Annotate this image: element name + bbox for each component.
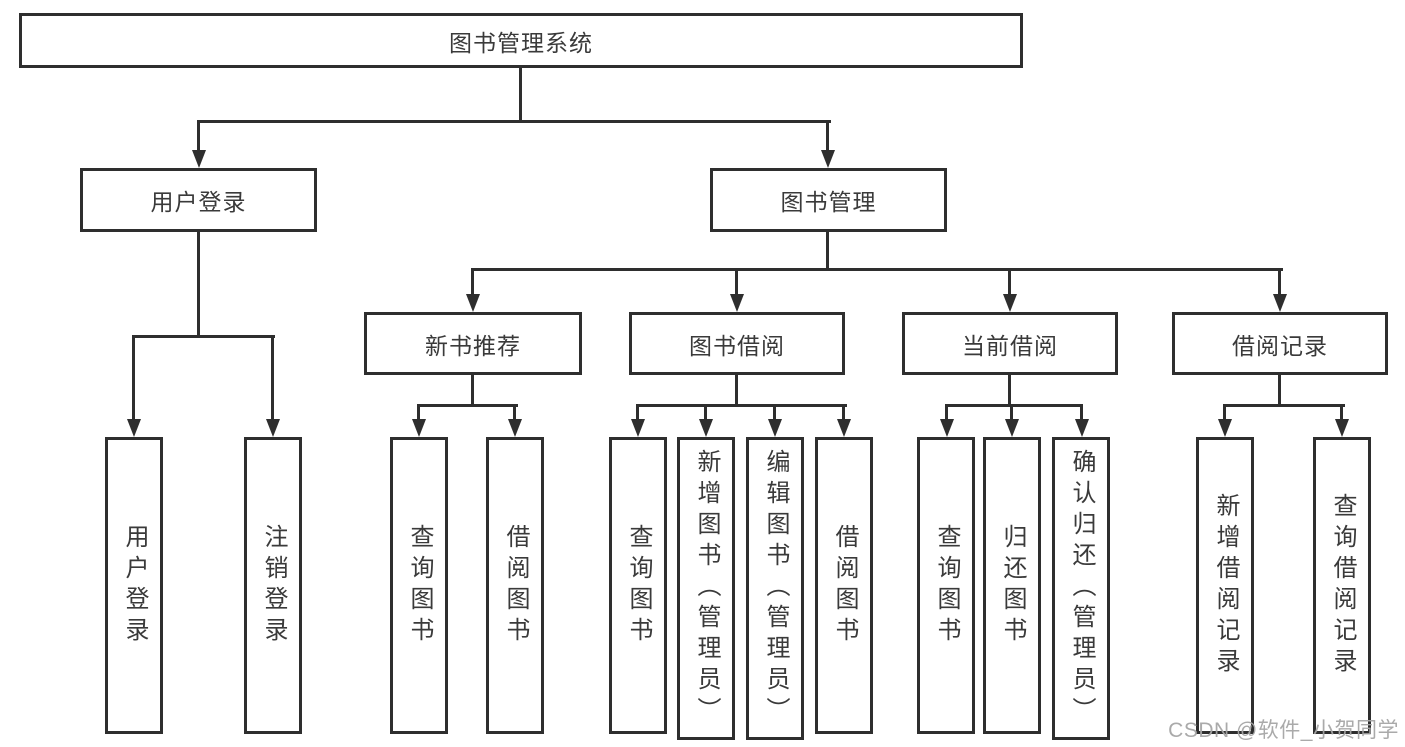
connector-line	[735, 373, 738, 407]
arrow-down-icon	[1005, 419, 1019, 437]
arrow-down-icon	[631, 419, 645, 437]
arrow-down-icon	[508, 419, 522, 437]
leaf-records-add-record: 新增借阅记录	[1196, 437, 1254, 734]
node-book-management-label: 图书管理	[780, 189, 877, 215]
leaf-records-query-record-label: 查询借阅记录	[1329, 492, 1356, 679]
connector-line	[417, 404, 420, 419]
arrow-down-icon	[412, 419, 426, 437]
leaf-recommend-borrow-books: 借阅图书	[486, 437, 544, 734]
connector-line	[1080, 404, 1083, 419]
connector-line	[1008, 373, 1011, 407]
leaf-borrowing-borrow-books-label: 借阅图书	[831, 523, 858, 648]
arrow-down-icon	[466, 294, 480, 312]
connector-line	[945, 404, 1083, 407]
node-user-login: 用户登录	[80, 168, 317, 232]
arrow-down-icon	[192, 150, 206, 168]
node-current-borrowing-label: 当前借阅	[962, 332, 1058, 359]
connector-line	[471, 270, 474, 296]
connector-line	[513, 404, 516, 419]
connector-line	[1008, 270, 1011, 296]
connector-line	[636, 404, 639, 419]
arrow-down-icon	[768, 419, 782, 437]
node-book-borrowing-label: 图书借阅	[689, 332, 785, 359]
node-book-management: 图书管理	[710, 168, 947, 232]
arrow-down-icon	[1273, 294, 1287, 312]
connector-line	[1278, 373, 1281, 407]
node-new-book-recommend-label: 新书推荐	[425, 332, 521, 359]
leaf-current-return-books: 归还图书	[983, 437, 1041, 734]
connector-line	[826, 121, 829, 152]
connector-line	[417, 404, 518, 407]
leaf-current-confirm-return-admin-label: 确认归还（管理员）	[1068, 449, 1095, 728]
leaf-borrowing-query-books: 查询图书	[609, 437, 667, 734]
connector-line	[704, 404, 707, 419]
leaf-borrowing-edit-books-admin-label: 编辑图书（管理员）	[762, 449, 789, 728]
connector-line	[735, 270, 738, 296]
leaf-login-label: 用户登录	[121, 523, 148, 648]
leaf-borrowing-edit-books-admin: 编辑图书（管理员）	[746, 437, 804, 740]
leaf-login: 用户登录	[105, 437, 163, 734]
connector-line	[945, 404, 948, 419]
leaf-logout: 注销登录	[244, 437, 302, 734]
connector-line	[1340, 404, 1343, 419]
connector-line	[1223, 404, 1345, 407]
leaf-current-query-books-label: 查询图书	[933, 523, 960, 648]
node-book-borrowing: 图书借阅	[629, 312, 845, 375]
connector-line	[773, 404, 776, 419]
connector-line	[636, 404, 847, 407]
node-library-system-label: 图书管理系统	[449, 29, 593, 56]
connector-line	[132, 335, 275, 338]
connector-line	[132, 337, 135, 419]
arrow-down-icon	[1335, 419, 1349, 437]
leaf-current-return-books-label: 归还图书	[999, 523, 1026, 648]
arrow-down-icon	[730, 294, 744, 312]
leaf-recommend-borrow-books-label: 借阅图书	[502, 523, 529, 648]
leaf-recommend-query-books-label: 查询图书	[406, 523, 433, 648]
arrow-down-icon	[940, 419, 954, 437]
leaf-records-add-record-label: 新增借阅记录	[1212, 492, 1239, 679]
leaf-current-confirm-return-admin: 确认归还（管理员）	[1052, 437, 1110, 740]
node-borrow-records: 借阅记录	[1172, 312, 1388, 375]
connector-line	[271, 337, 274, 419]
leaf-borrowing-borrow-books: 借阅图书	[815, 437, 873, 734]
arrow-down-icon	[266, 419, 280, 437]
connector-line	[519, 66, 522, 122]
connector-line	[471, 373, 474, 407]
arrow-down-icon	[1075, 419, 1089, 437]
arrow-down-icon	[1218, 419, 1232, 437]
leaf-current-query-books: 查询图书	[917, 437, 975, 734]
connector-line	[842, 404, 845, 419]
arrow-down-icon	[837, 419, 851, 437]
node-current-borrowing: 当前借阅	[902, 312, 1118, 375]
connector-line	[1010, 404, 1013, 419]
node-user-login-label: 用户登录	[150, 189, 247, 215]
leaf-recommend-query-books: 查询图书	[390, 437, 448, 734]
leaf-logout-label: 注销登录	[260, 523, 287, 648]
arrow-down-icon	[821, 150, 835, 168]
connector-line	[1223, 404, 1226, 419]
connector-line	[197, 120, 831, 123]
node-library-system: 图书管理系统	[19, 13, 1023, 68]
connector-line	[197, 121, 200, 152]
connector-line	[826, 230, 829, 270]
arrow-down-icon	[699, 419, 713, 437]
leaf-borrowing-add-books-admin: 新增图书（管理员）	[677, 437, 735, 740]
node-borrow-records-label: 借阅记录	[1232, 332, 1328, 359]
csdn-watermark: CSDN @软件_小贺同学	[1168, 719, 1399, 742]
connector-line	[197, 230, 200, 337]
leaf-borrowing-add-books-admin-label: 新增图书（管理员）	[693, 449, 720, 728]
arrow-down-icon	[127, 419, 141, 437]
node-new-book-recommend: 新书推荐	[364, 312, 582, 375]
leaf-records-query-record: 查询借阅记录	[1313, 437, 1371, 734]
connector-line	[1278, 270, 1281, 296]
leaf-borrowing-query-books-label: 查询图书	[625, 523, 652, 648]
arrow-down-icon	[1003, 294, 1017, 312]
connector-line	[471, 268, 1283, 271]
